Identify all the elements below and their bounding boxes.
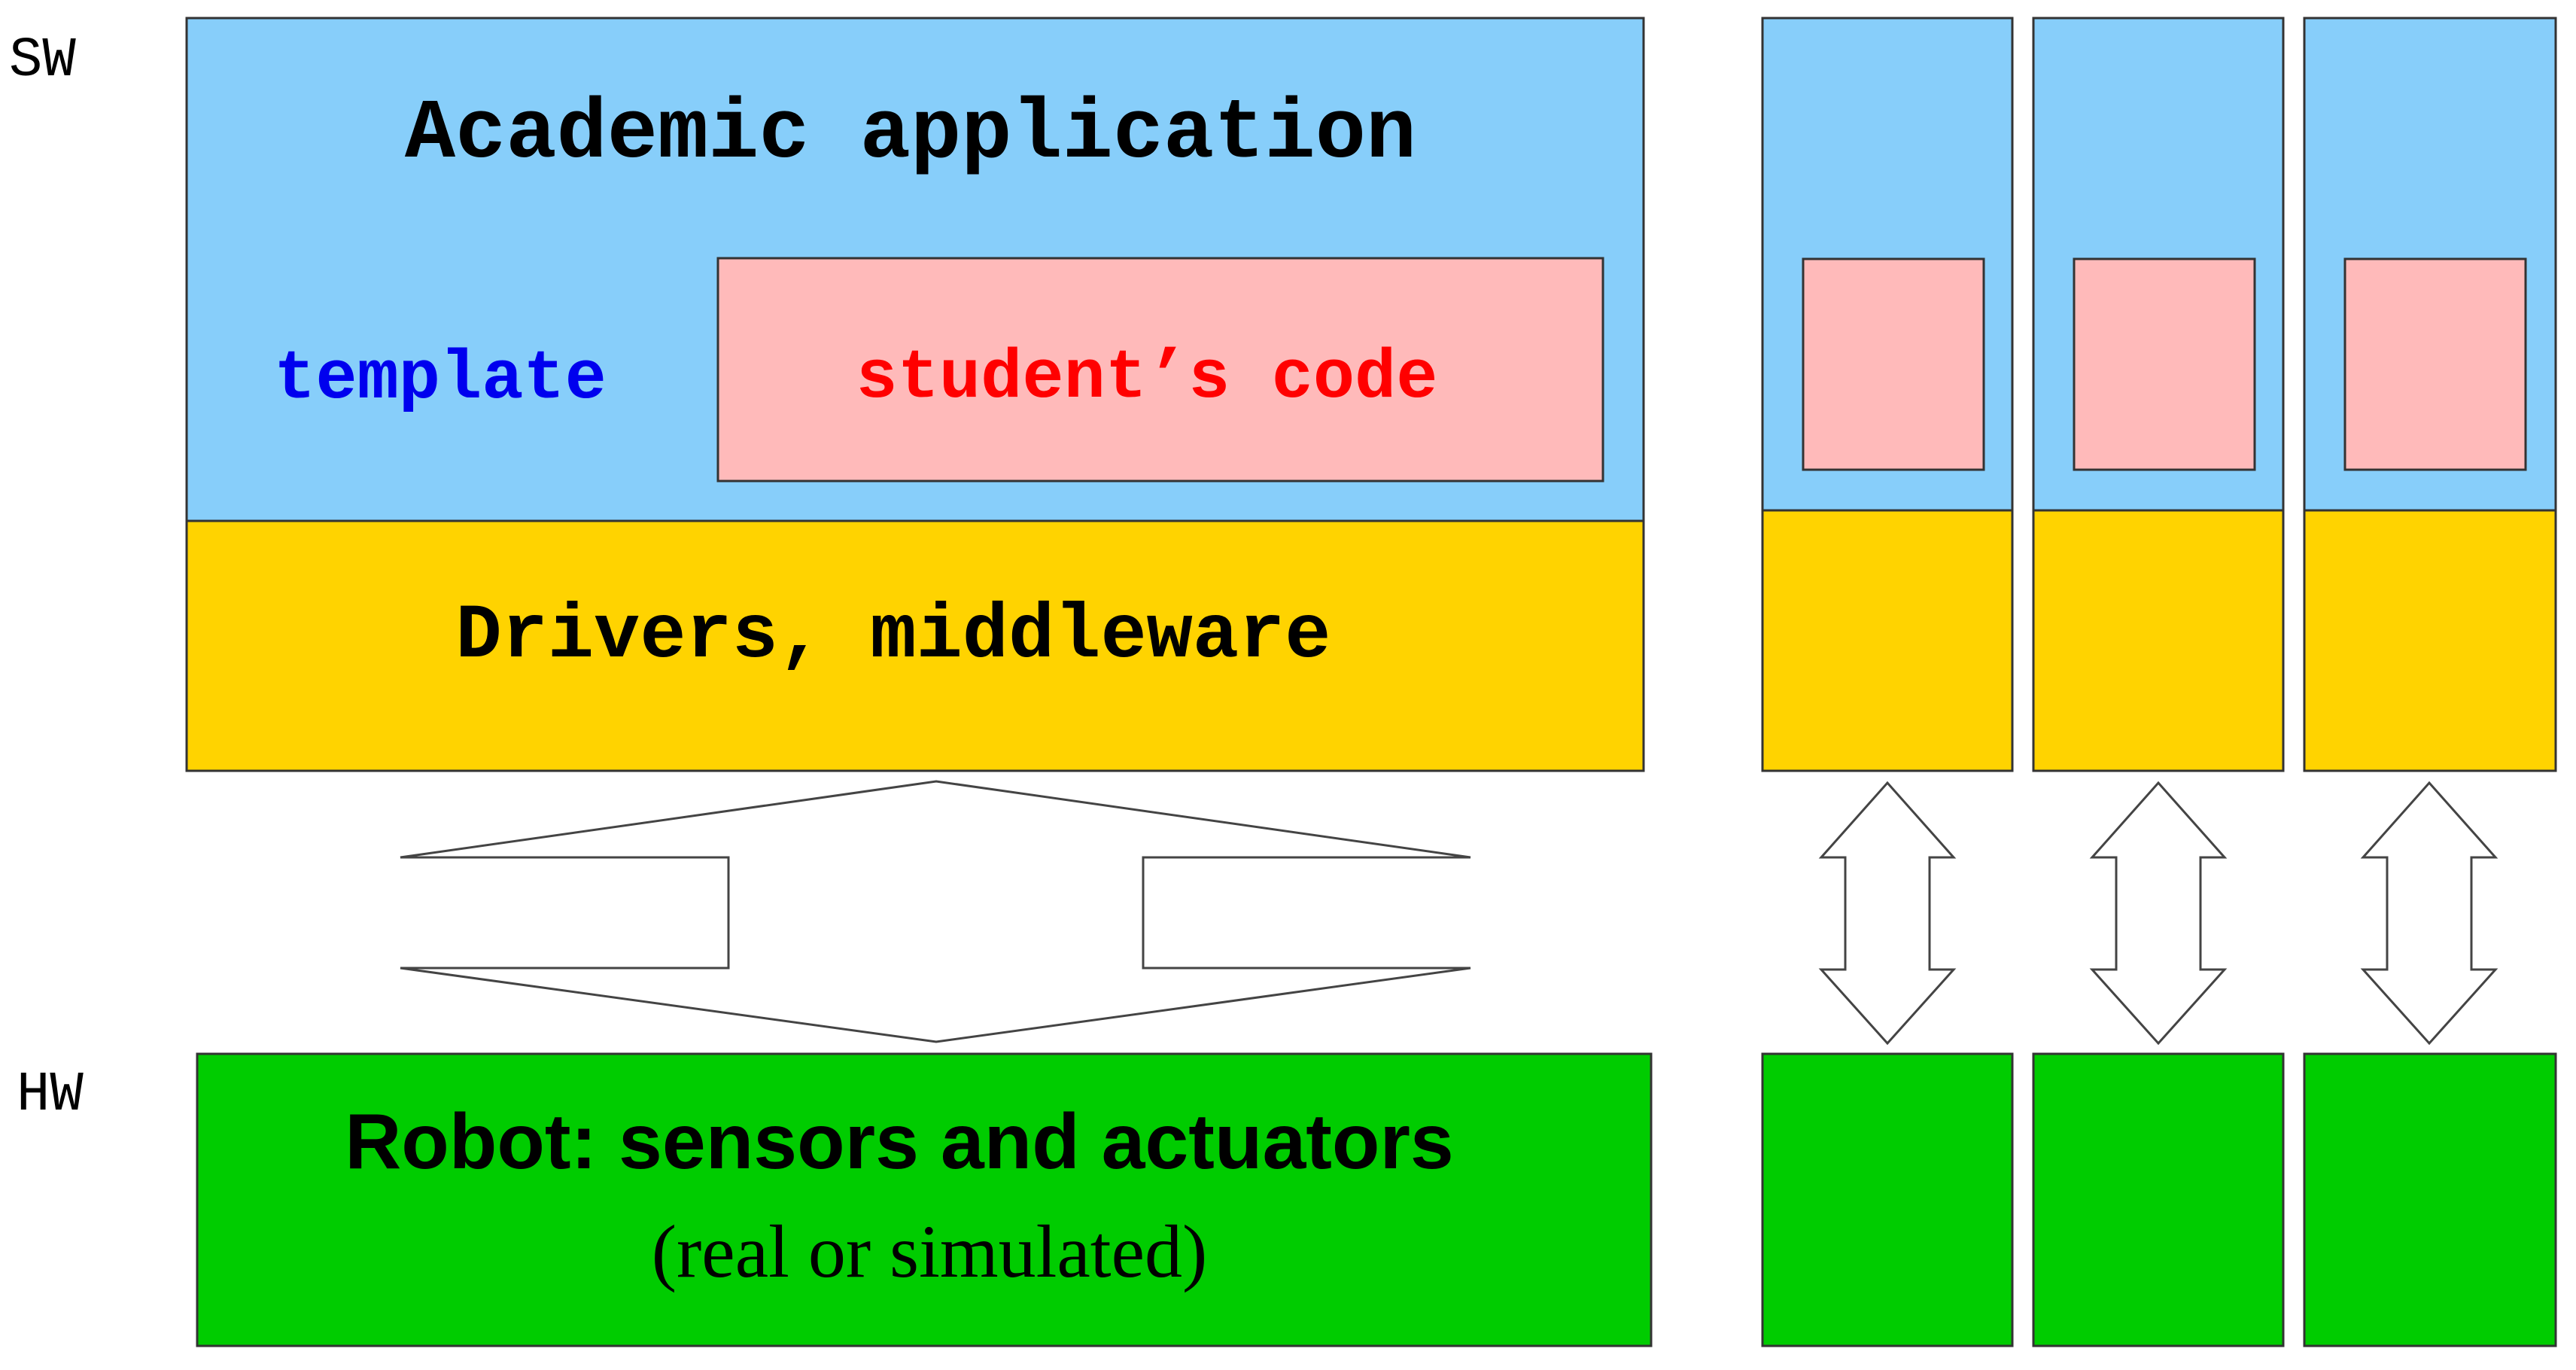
right-column-3 bbox=[2303, 17, 2557, 1347]
sw-label: SW bbox=[9, 29, 76, 93]
hw-label: HW bbox=[17, 1064, 84, 1127]
column-3-vertical-arrow bbox=[2360, 781, 2498, 1046]
column-2-vertical-arrow bbox=[2089, 781, 2228, 1046]
drivers-middleware-label: Drivers, middleware bbox=[456, 592, 1331, 680]
right-column-2 bbox=[2032, 17, 2285, 1347]
robot-block bbox=[196, 1052, 1653, 1347]
template-label: template bbox=[274, 339, 607, 419]
column-2-robot-block bbox=[2032, 1052, 2285, 1347]
column-1-drivers-block bbox=[1761, 509, 2014, 772]
column-1-student-code-block bbox=[1802, 257, 1985, 471]
big-bidirectional-arrow bbox=[400, 780, 1471, 1043]
column-3-drivers-block bbox=[2303, 509, 2557, 772]
robot-title: Robot: sensors and actuators bbox=[345, 1098, 1454, 1186]
column-2-student-code-block bbox=[2073, 257, 2256, 471]
student-code-label: student’s code bbox=[856, 339, 1438, 418]
column-1-vertical-arrow bbox=[1818, 781, 1957, 1046]
column-2-drivers-block bbox=[2032, 509, 2285, 772]
student-code-block bbox=[716, 257, 1604, 483]
academic-application-title: Academic application bbox=[405, 87, 1416, 182]
column-1-robot-block bbox=[1761, 1052, 2014, 1347]
column-3-student-code-block bbox=[2343, 257, 2527, 471]
robot-subtitle: (real or simulated) bbox=[652, 1210, 1208, 1293]
drivers-middleware-block bbox=[185, 519, 1645, 772]
column-3-robot-block bbox=[2303, 1052, 2557, 1347]
right-column-1 bbox=[1761, 17, 2014, 1347]
